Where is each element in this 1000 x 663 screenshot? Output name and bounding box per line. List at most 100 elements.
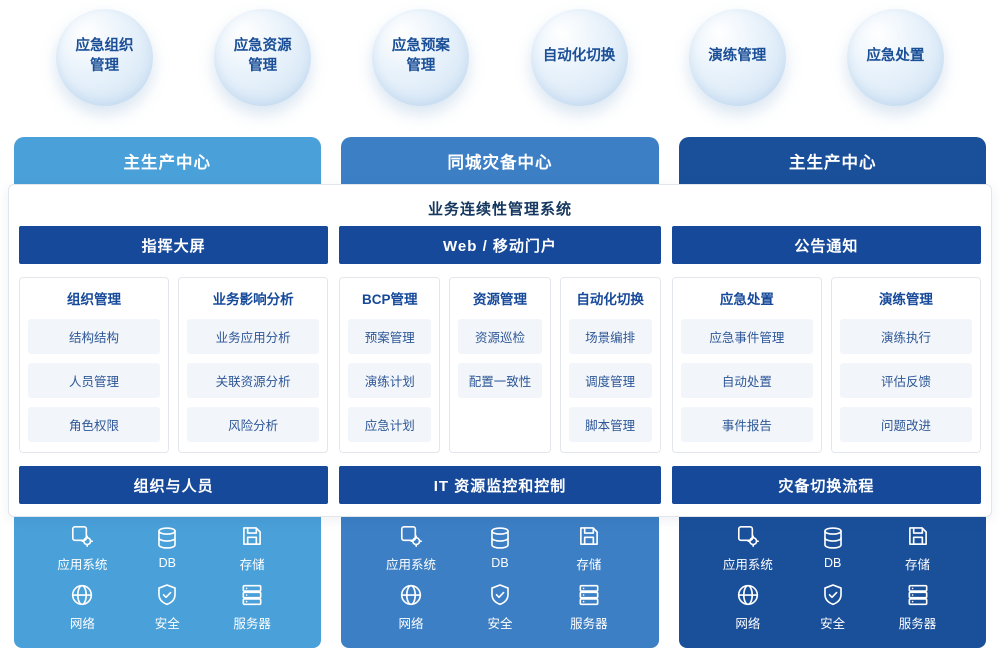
network-icon	[69, 582, 95, 608]
database-icon	[154, 525, 180, 551]
module-item: 配置一致性	[458, 363, 542, 398]
module-item: 风险分析	[187, 407, 320, 442]
server-icon	[905, 582, 931, 608]
module-item: 角色权限	[28, 407, 161, 442]
infra-label: 存储	[576, 557, 602, 572]
card-title: 组织管理	[67, 292, 122, 307]
card-title: 资源管理	[472, 292, 527, 307]
infra-label: 应用系统	[57, 557, 108, 572]
infra-item-db: DB	[487, 525, 513, 570]
bubble-auto-switch: 自动化切换	[530, 8, 628, 106]
infra-item-network: 网络	[735, 582, 761, 632]
module-item: 调度管理	[568, 363, 652, 398]
storage-icon	[239, 523, 265, 549]
module-item: 演练执行	[839, 319, 972, 354]
center-bar-label: 同城灾备中心	[447, 154, 553, 172]
infra-label: DB	[491, 556, 509, 570]
section-header-command-screen: 指挥大屏	[19, 226, 329, 264]
bubble-emergency-response: 应急处置	[846, 8, 944, 106]
bubble-label: 应急处置	[866, 48, 925, 65]
security-icon	[820, 582, 846, 608]
network-icon	[398, 582, 424, 608]
database-icon	[820, 525, 846, 551]
card-auto-switch: 自动化切换 场景编排 调度管理 脚本管理	[559, 277, 661, 453]
bubble-emergency-resource-mgmt: 应急资源 管理	[214, 8, 312, 106]
bubble-drill-mgmt: 演练管理	[688, 8, 786, 106]
module-item: 关联资源分析	[187, 363, 320, 398]
network-icon	[735, 582, 761, 608]
section-footer-it-monitoring: IT 资源监控和控制	[339, 466, 661, 504]
server-icon	[576, 582, 602, 608]
system-title: 业务连续性管理系统	[427, 201, 572, 218]
module-item: 自动处置	[680, 363, 813, 398]
section-header-announcements: 公告通知	[671, 226, 981, 264]
infra-label: 服务器	[570, 616, 608, 631]
infra-item-storage: 存储	[905, 523, 931, 573]
infra-label: 网络	[398, 616, 424, 631]
section-header-web-mobile-portal: Web / 移动门户	[339, 226, 661, 264]
infra-item-server: 服务器	[570, 582, 608, 632]
infra-label: 存储	[239, 557, 265, 572]
app-system-icon	[735, 523, 761, 549]
infra-item-server: 服务器	[898, 582, 937, 632]
infra-panel-primary-production: 应用系统 DB 存储 网络 安全 服务器	[14, 506, 321, 648]
module-item: 结构结构	[28, 319, 161, 354]
bubble-label: 演练管理	[708, 48, 767, 65]
center-bar-label: 主生产中心	[788, 154, 877, 172]
storage-icon	[576, 523, 602, 549]
card-drill-mgmt: 演练管理 演练执行 评估反馈 问题改进	[830, 277, 981, 453]
center-bar-label: 主生产中心	[123, 154, 212, 172]
bubble-emergency-org-mgmt: 应急组织 管理	[56, 8, 153, 106]
module-item: 预案管理	[348, 319, 432, 354]
infra-panel-primary-production-2: 应用系统 DB 存储 网络 安全 服务器	[679, 506, 986, 648]
server-icon	[239, 582, 265, 608]
security-icon	[154, 582, 180, 608]
infra-label: DB	[158, 556, 176, 570]
infrastructure-panels: 应用系统 DB 存储 网络 安全 服务器	[14, 506, 986, 648]
bcm-system-panel: 业务连续性管理系统 指挥大屏 Web / 移动门户 公告通知 组织管理 结构结构…	[8, 184, 992, 517]
module-item: 应急计划	[348, 407, 432, 442]
infra-item-security: 安全	[154, 582, 180, 632]
infra-item-security: 安全	[820, 582, 846, 632]
section-footer-org-personnel: 组织与人员	[19, 466, 329, 504]
card-title: 自动化切换	[576, 292, 644, 307]
card-title: 应急处置	[719, 292, 774, 307]
infra-item-network: 网络	[398, 582, 424, 632]
section-headers: 指挥大屏 Web / 移动门户 公告通知	[19, 226, 981, 264]
card-title: BCP管理	[362, 292, 418, 307]
module-cards: 组织管理 结构结构 人员管理 角色权限 业务影响分析 业务应用分析 关联资源分析…	[19, 277, 981, 453]
infra-label: 存储	[905, 557, 931, 572]
infra-panel-same-city-dr: 应用系统 DB 存储 网络 安全 服务器	[340, 506, 660, 648]
infra-item-app-system: 应用系统	[723, 523, 773, 573]
card-title: 业务影响分析	[212, 292, 294, 307]
infra-label: 安全	[820, 616, 846, 631]
section-footer-dr-switch-process: 灾备切换流程	[671, 466, 981, 504]
infra-item-storage: 存储	[239, 523, 265, 573]
cards-group-1: 组织管理 结构结构 人员管理 角色权限 业务影响分析 业务应用分析 关联资源分析…	[19, 277, 329, 453]
bubble-emergency-plan-mgmt: 应急预案 管理	[372, 8, 470, 106]
card-title: 演练管理	[878, 292, 933, 307]
cards-group-2: BCP管理 预案管理 演练计划 应急计划 资源管理 资源巡检 配置一致性 自动化…	[339, 277, 661, 453]
module-item: 脚本管理	[568, 407, 652, 442]
card-org-mgmt: 组织管理 结构结构 人员管理 角色权限	[19, 277, 170, 453]
infra-label: 应用系统	[722, 557, 773, 572]
module-item: 应急事件管理	[680, 319, 813, 354]
card-emergency-response: 应急处置 应急事件管理 自动处置 事件报告	[671, 277, 822, 453]
app-system-icon	[69, 523, 95, 549]
infra-label: 网络	[735, 616, 761, 631]
database-icon	[487, 525, 513, 551]
infra-item-db: DB	[820, 525, 846, 570]
infra-item-db: DB	[154, 525, 180, 570]
card-resource-mgmt: 资源管理 资源巡检 配置一致性	[449, 277, 551, 453]
infra-item-network: 网络	[69, 582, 95, 632]
storage-icon	[905, 523, 931, 549]
infra-label: 服务器	[233, 616, 271, 631]
module-item: 问题改进	[839, 407, 972, 442]
module-item: 演练计划	[348, 363, 432, 398]
infra-label: 服务器	[898, 616, 937, 631]
module-item: 业务应用分析	[187, 319, 320, 354]
app-system-icon	[398, 523, 424, 549]
infra-label: 网络	[69, 616, 95, 631]
bubble-label: 应急预案 管理	[391, 38, 450, 74]
card-business-impact-analysis: 业务影响分析 业务应用分析 关联资源分析 风险分析	[178, 277, 329, 453]
